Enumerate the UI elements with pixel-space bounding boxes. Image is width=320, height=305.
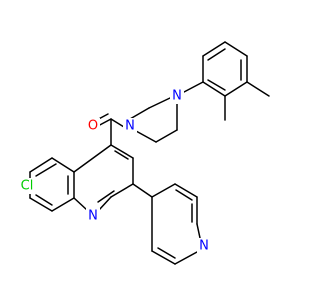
quin-bond-4 [98, 196, 112, 211]
structure-canvas: O N N Cl N N [16, 41, 270, 265]
pyr-inner-1 [175, 189, 193, 201]
benz-bond-1 [51, 157, 75, 173]
pyr-inner-3 [157, 247, 176, 259]
quin-bond-1 [110, 144, 134, 159]
aryl-bond-5 [224, 81, 248, 97]
pyr-bond-6 [151, 250, 176, 265]
oxygen-label-bg [86, 118, 100, 134]
molecule-structure: O N N Cl N N [16, 41, 270, 265]
pyr-link-bond [132, 183, 153, 198]
quinoline-n-label-bg [86, 208, 100, 224]
quin-bond-5 [73, 197, 88, 211]
chlorine-label-bg [16, 178, 38, 194]
piperazine-bond-2 [148, 97, 171, 109]
piperazine-bond-1 [129, 107, 150, 120]
benz-bond-5 [51, 197, 75, 212]
pyr-bond-5 [174, 251, 198, 265]
carbonyl-to-n-bond [110, 118, 125, 128]
benz-inner-1 [35, 163, 57, 177]
benz-inner-2 [35, 194, 53, 206]
benz-bond-2 [29, 157, 53, 173]
methyl-1-bond [246, 81, 270, 97]
quin-inner-1 [114, 150, 129, 160]
piperazine-bond-5 [135, 130, 157, 143]
piperazine-bond-4 [155, 129, 178, 143]
benz-bond-4 [29, 197, 53, 212]
n-to-aryl-bond [183, 81, 204, 93]
pyr-bond-1 [151, 183, 176, 198]
pyridine-nitrogen-label: N [199, 239, 209, 254]
piperazine-n-bottom-label: N [125, 119, 135, 134]
atom-label-layer: O N N Cl N N [16, 88, 211, 254]
oxygen-atom-label: O [88, 119, 98, 134]
chlorine-atom-label: Cl [21, 179, 34, 194]
pyr-bond-2 [174, 183, 198, 198]
bond-layer [29, 41, 270, 265]
aryl-inner-1 [207, 48, 226, 61]
quinoline-nitrogen-label: N [88, 209, 98, 224]
piperazine-n-top-label: N [172, 89, 182, 104]
quin-inner-2 [97, 190, 115, 203]
aryl-bond-6 [202, 81, 226, 97]
quin-bond-3 [110, 183, 134, 198]
quin-bond-7 [73, 144, 112, 173]
piperazine-n-top-label-bg [170, 88, 184, 104]
piperazine-n-bottom-label-bg [123, 118, 137, 134]
aryl-bond-3 [224, 41, 248, 57]
aryl-inner-3 [207, 79, 226, 91]
pyr-bond-4 [196, 223, 201, 239]
aryl-bond-2 [202, 41, 226, 57]
pyridine-n-label-bg [197, 238, 211, 254]
